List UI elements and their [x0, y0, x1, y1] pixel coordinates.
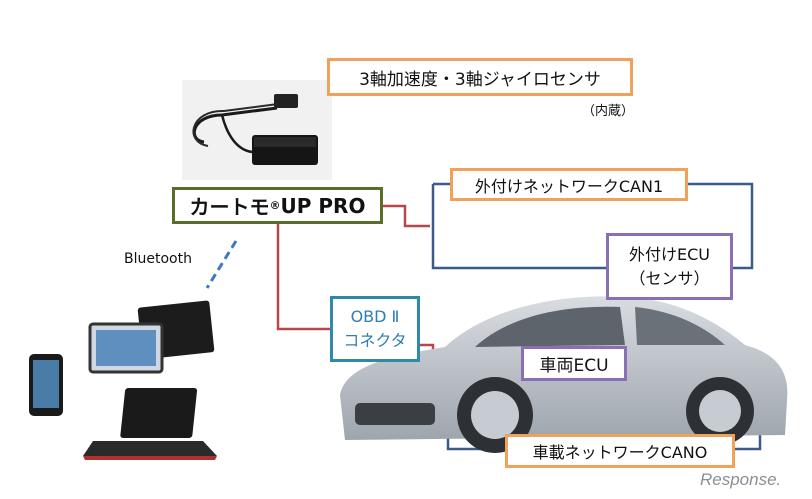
registered-mark: ® [269, 199, 281, 212]
vehicle-network-box: 車載ネットワークCANO [505, 434, 735, 468]
device-to-obd-line [276, 223, 330, 331]
vehicle-ecu-box: 車両ECU [521, 346, 627, 381]
ext-ecu-sublabel: （センサ） [629, 268, 710, 288]
sensor-label: 3軸加速度・3軸ジャイロセンサ [359, 69, 601, 90]
obd-label: OBD Ⅱ [350, 307, 400, 326]
response-watermark: Response. [700, 470, 782, 489]
device-name: カートモ [189, 195, 270, 219]
ext-ecu-box: 外付けECU （センサ） [606, 233, 733, 300]
obd-sublabel: コネクタ [343, 331, 407, 350]
device-photo [182, 80, 332, 180]
ext-network-label: 外付けネットワークCAN1 [474, 176, 664, 196]
device-box: カートモ® UP PRO [172, 187, 383, 224]
ext-can-loop-right [688, 182, 754, 270]
vehicle-network-label: 車載ネットワークCANO [532, 443, 708, 462]
bluetooth-label: Bluetooth [124, 251, 192, 267]
mobile-devices-image [29, 300, 217, 460]
sensor-note: （内蔵） [582, 104, 635, 119]
device-to-can1-line [383, 204, 430, 228]
ext-ecu-label: 外付けECU [629, 244, 710, 264]
vehicle-ecu-label: 車両ECU [539, 356, 609, 376]
obd-connector-box: OBD Ⅱ コネクタ [330, 296, 420, 362]
device-model: UP PRO [280, 193, 366, 218]
sensor-box: 3軸加速度・3軸ジャイロセンサ [327, 58, 633, 96]
bluetooth-link [205, 240, 238, 289]
ext-network-box: 外付けネットワークCAN1 [450, 168, 688, 201]
laptop-icon [120, 388, 198, 438]
ext-can-loop-left [431, 184, 606, 270]
